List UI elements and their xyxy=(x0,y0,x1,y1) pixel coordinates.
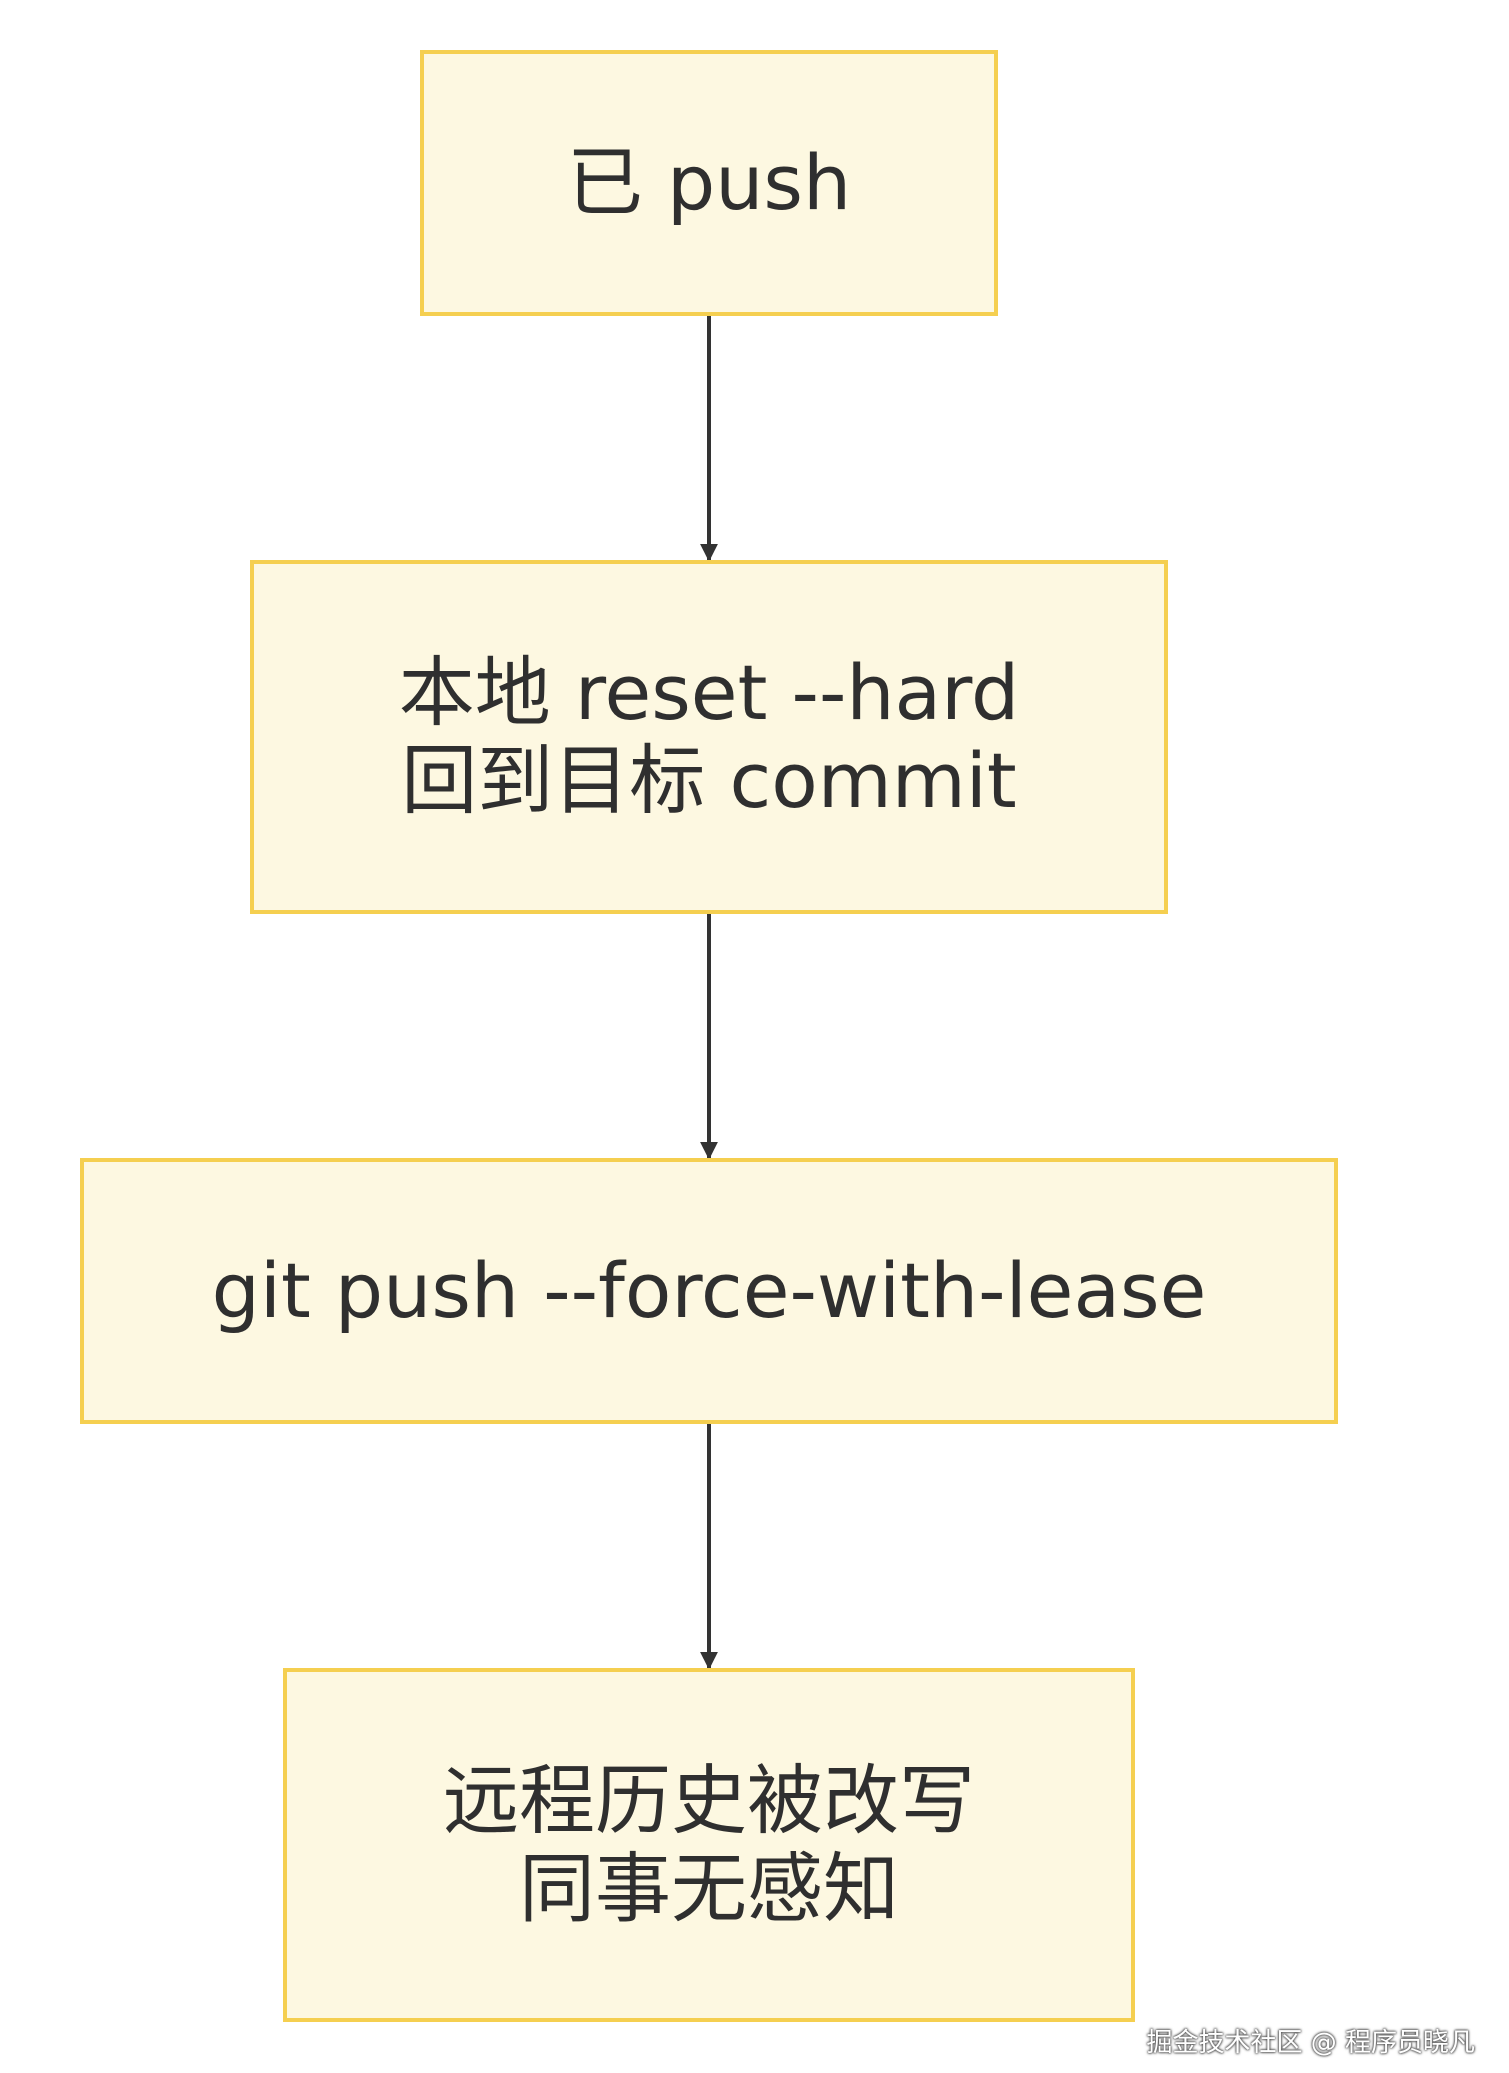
node-remote-rewritten-label-1: 远程历史被改写 xyxy=(443,1756,975,1845)
node-remote-rewritten: 远程历史被改写 同事无感知 xyxy=(283,1668,1135,2022)
node-local-reset-label-2: 回到目标 commit xyxy=(401,736,1017,825)
node-local-reset: 本地 reset --hard 回到目标 commit xyxy=(250,560,1168,914)
node-pushed: 已 push xyxy=(420,50,998,316)
node-force-push: git push --force-with-lease xyxy=(80,1158,1338,1424)
watermark: 掘金技术社区 @ 程序员晓凡 xyxy=(1146,2028,1475,2058)
node-force-push-label: git push --force-with-lease xyxy=(211,1246,1207,1335)
node-pushed-label: 已 push xyxy=(566,138,852,227)
node-remote-rewritten-label-2: 同事无感知 xyxy=(519,1844,899,1933)
node-local-reset-label-1: 本地 reset --hard xyxy=(398,648,1020,737)
